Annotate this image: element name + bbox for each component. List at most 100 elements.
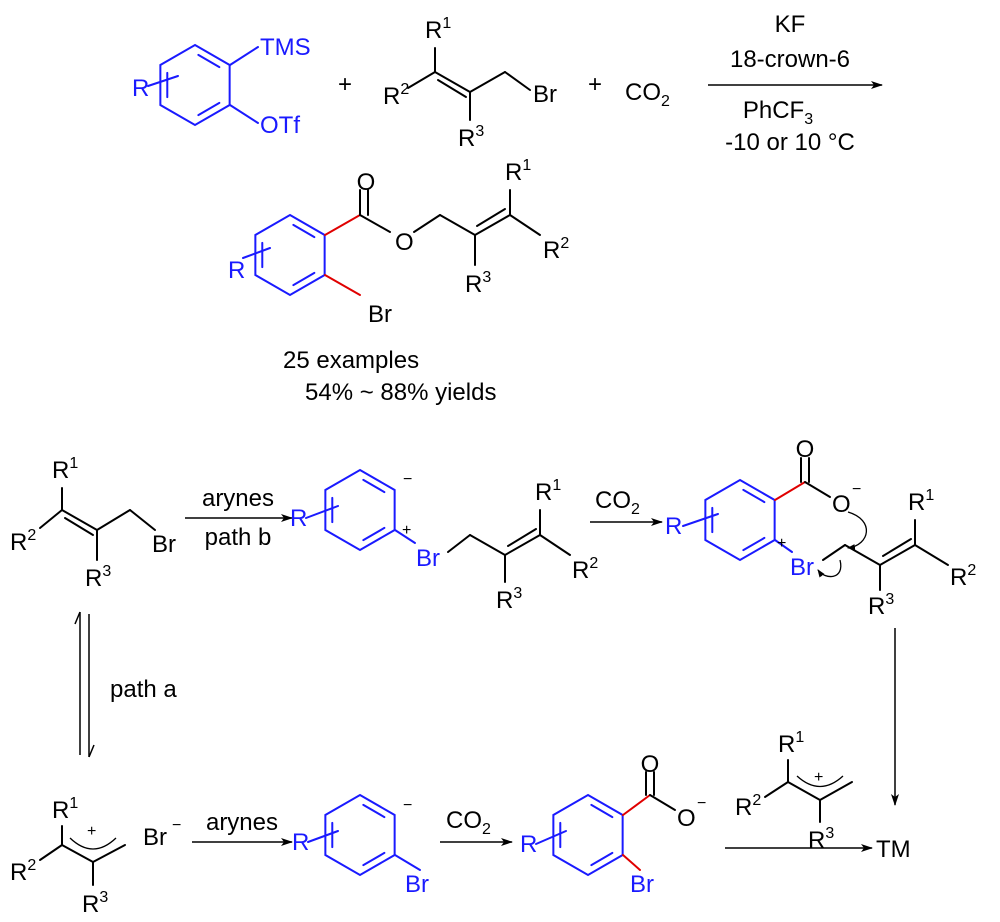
br-label: Br: [405, 871, 429, 898]
r3-label: R3: [82, 889, 108, 918]
r3-label: R3: [868, 591, 894, 620]
ring-double-bond: [197, 53, 221, 69]
ester-o: O: [395, 229, 414, 256]
bromide-charge: −: [172, 817, 181, 834]
allyl-cation: R1 R2 R3 +: [735, 729, 853, 854]
r-substituent: R: [132, 75, 149, 102]
allyl-bromide-start: R1 R2 R3 Br: [10, 455, 176, 592]
r-substituent: R: [292, 829, 309, 856]
carbonyl-o: O: [796, 436, 815, 463]
allyl-cation-bromide: R1 R2 R3 + Br −: [10, 795, 181, 918]
br-label: Br: [630, 871, 654, 898]
r-substituent: R: [290, 505, 307, 532]
product-ester: R O O R3 R1 R2 Br: [228, 157, 569, 328]
benzene-ring: [704, 478, 776, 562]
ring-double-bond: [292, 271, 316, 287]
carbanion-charge: −: [403, 797, 412, 814]
r-substituent: R: [520, 831, 537, 858]
carbanion-charge: −: [403, 471, 412, 488]
ring-outline: [552, 793, 624, 877]
ring-double-bond: [362, 851, 386, 867]
co2-label: CO2: [595, 487, 640, 518]
ring-double-bond: [292, 223, 316, 239]
curved-arrow: [817, 559, 842, 578]
r3-label: R3: [85, 563, 111, 592]
carboxylate-o: O: [832, 491, 851, 518]
arynes-label: arynes: [202, 485, 274, 512]
aryl-anion: R − Br: [292, 793, 429, 898]
r1-label: R1: [778, 729, 804, 758]
examples-count: 25 examples: [283, 347, 419, 374]
tms-label: TMS: [260, 34, 311, 61]
r2-label: R2: [543, 235, 569, 264]
path-a-label: path a: [110, 676, 177, 703]
ring-outline: [704, 478, 776, 562]
r2-label: R2: [735, 792, 761, 821]
condition-solvent: PhCF3: [743, 97, 813, 128]
r3-label: R3: [808, 825, 834, 854]
br-label: Br: [368, 301, 392, 328]
benzene-ring: [552, 793, 624, 877]
br-label: Br: [790, 554, 814, 581]
ring-double-bond: [362, 803, 386, 819]
r1-label: R1: [535, 477, 561, 506]
condition-temperature: -10 or 10 °C: [725, 129, 855, 156]
ring-outline: [324, 468, 396, 552]
allyl-bromide: R1 R2 R3 Br: [383, 15, 557, 152]
condition-reagent: KF: [775, 11, 806, 38]
co2-label: CO2: [625, 79, 670, 110]
oxide-charge: −: [697, 795, 706, 812]
plus-sign: +: [588, 71, 602, 98]
path-b-label: path b: [205, 524, 272, 551]
r1-label: R1: [908, 487, 934, 516]
carboxylate-o: O: [677, 805, 696, 832]
r2-label: R2: [10, 527, 36, 556]
r3-label: R3: [496, 585, 522, 614]
bromonium-charge: +: [777, 535, 786, 552]
r-substituent: R: [665, 513, 682, 540]
ring-double-bond: [362, 478, 386, 494]
carbonyl-o: O: [641, 751, 660, 778]
ring-outline: [254, 213, 326, 297]
aryne-precursor: TMS OTf R: [132, 34, 311, 139]
r2-label: R2: [10, 857, 36, 886]
oxide-charge: −: [852, 481, 861, 498]
r2-label: R2: [572, 555, 598, 584]
aryl-carboxylate: R O O − Br: [520, 751, 706, 898]
condition-additive: 18-crown-6: [730, 46, 850, 73]
r3-label: R3: [458, 123, 484, 152]
ring-outline: [159, 43, 231, 127]
br-label: Br: [533, 81, 557, 108]
ring-double-bond: [362, 526, 386, 542]
otf-label: OTf: [260, 112, 300, 139]
benzene-ring: [324, 793, 396, 877]
carbonyl-o: O: [357, 169, 376, 196]
allyl-delocalization-arc: [796, 775, 844, 788]
ring-double-bond: [590, 851, 614, 867]
carboxylate-bromonium: R O O − + Br R3 R1 R2: [665, 436, 976, 620]
benzene-ring: [254, 213, 326, 297]
r3-label: R3: [465, 269, 491, 298]
benzene-ring: [159, 43, 231, 127]
target-molecule-label: TM: [876, 836, 911, 863]
r1-label: R1: [425, 15, 451, 44]
cation-charge: +: [87, 823, 96, 840]
r-substituent: R: [228, 257, 245, 284]
ring-double-bond: [197, 101, 221, 117]
bromonium-charge: +: [402, 522, 411, 539]
yield-range: 54% ~ 88% yields: [305, 379, 496, 406]
br-label: Br: [416, 545, 440, 572]
co2-label: CO2: [446, 807, 491, 838]
equilibrium-arrows: [74, 611, 95, 758]
cation-charge: +: [814, 769, 823, 786]
ring-outline: [324, 793, 396, 877]
ring-double-bond: [742, 488, 766, 504]
br-label: Br: [152, 531, 176, 558]
bromide-label: Br: [143, 824, 167, 851]
r2-label: R2: [950, 562, 976, 591]
r1-label: R1: [52, 455, 78, 484]
bromonium-ylide: R − + Br R3 R1 R2: [290, 468, 598, 614]
allyl-delocalization-arc: [69, 837, 117, 850]
plus-sign: +: [338, 71, 352, 98]
